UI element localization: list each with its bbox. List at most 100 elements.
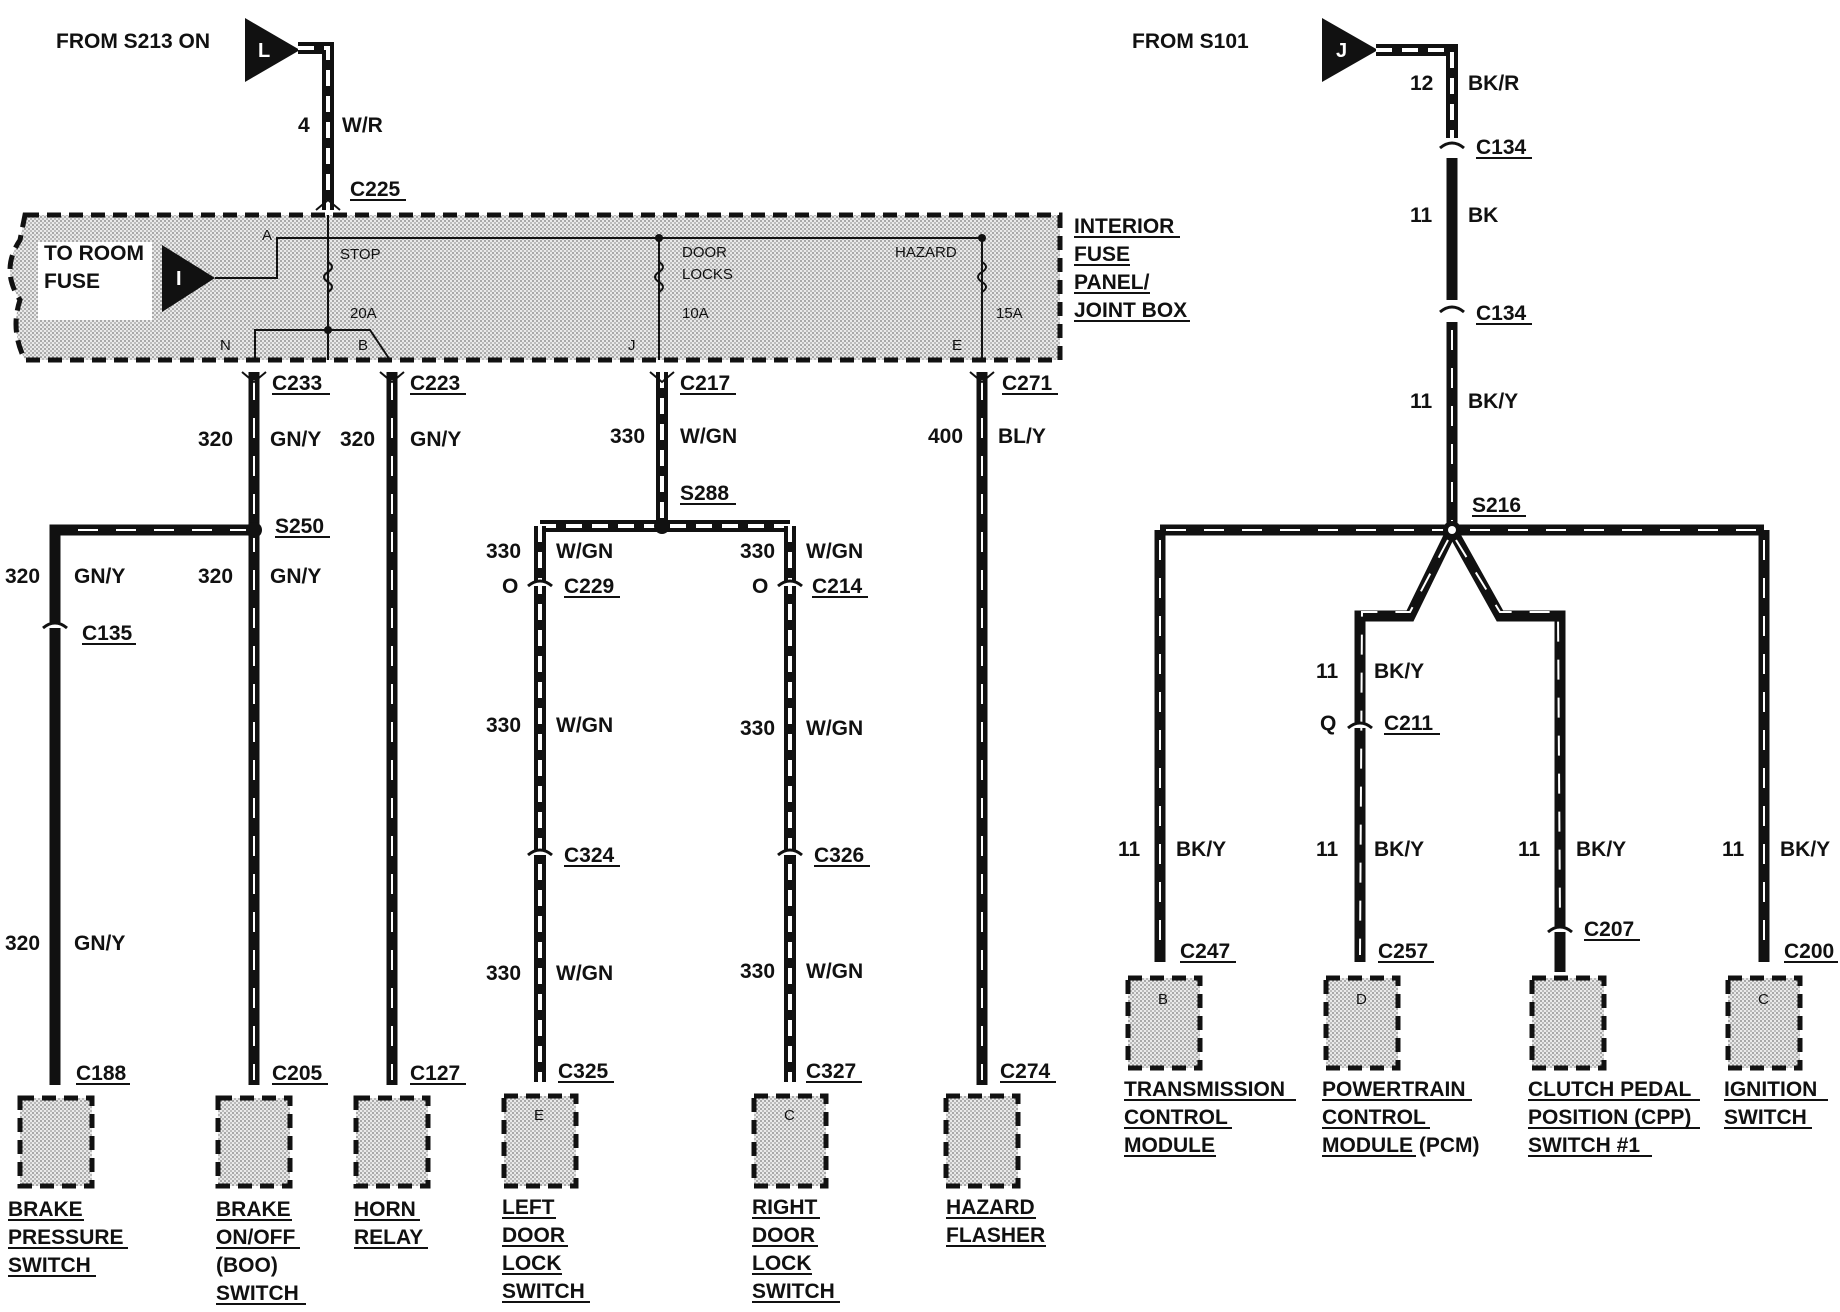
j-wire3-color: BK/Y — [1468, 390, 1518, 413]
s216-branches: 11 BK/Y Q C211 11 BK/Y 11 BK/Y 11 BK/Y 1… — [1118, 521, 1838, 972]
right-door-wire1-num: 330 — [740, 717, 775, 740]
pcm-up-color: BK/Y — [1374, 660, 1424, 683]
wire-top-color: W/R — [342, 114, 383, 137]
tcm-line1: TRANSMISSION — [1124, 1078, 1285, 1101]
horn-line2: RELAY — [354, 1226, 423, 1249]
c326-label: C326 — [814, 844, 864, 867]
c217-label: C217 — [680, 372, 730, 395]
boo-line2: ON/OFF — [216, 1226, 295, 1249]
j-wire2-color: BK — [1468, 204, 1498, 227]
room-fuse-tag: I — [176, 268, 182, 290]
left-door-wire2-num: 330 — [486, 962, 521, 985]
pcm-line2: CONTROL — [1322, 1106, 1426, 1129]
s250-left-num: 320 — [5, 565, 40, 588]
j-wire1-color: BK/R — [1468, 72, 1519, 95]
c207-label: C207 — [1584, 918, 1634, 941]
source-l-tag: L — [258, 40, 270, 62]
brake-pressure-line3: SWITCH — [8, 1254, 91, 1277]
s288-label: S288 — [680, 482, 729, 505]
horn-relay-box — [353, 1095, 431, 1189]
brake-pressure-line2: PRESSURE — [8, 1226, 124, 1249]
c211-label: C211 — [1384, 712, 1433, 735]
pcm-box — [1323, 975, 1401, 1071]
c134a-label: C134 — [1476, 136, 1527, 159]
c327-label: C327 — [806, 1060, 856, 1083]
left-door-wire1-color: W/GN — [556, 714, 613, 737]
pcm-line1: POWERTRAIN — [1322, 1078, 1466, 1101]
c274-label: C274 — [1000, 1060, 1051, 1083]
source-right-label: FROM S101 — [1132, 30, 1249, 53]
c214-pin: O — [752, 575, 768, 598]
source-left-label: FROM S213 ON — [56, 30, 210, 53]
c257-label: C257 — [1378, 940, 1428, 963]
s250-right-color: GN/Y — [270, 565, 321, 588]
fuse-panel-title: INTERIOR FUSE PANEL/ JOINT BOX — [1074, 215, 1190, 322]
source-j: FROM S101 J 12 BK/R C134 11 BK C134 11 B… — [1132, 18, 1532, 530]
left-door-wire1-num: 330 — [486, 714, 521, 737]
pcm-line3: MODULE (PCM) — [1322, 1134, 1479, 1157]
horn-line1: HORN — [354, 1198, 416, 1221]
c324-label: C324 — [564, 844, 615, 867]
s250-splice — [246, 522, 262, 538]
right-door-pin: C — [784, 1107, 795, 1124]
c135-label: C135 — [82, 622, 133, 645]
c223-wire-num: 320 — [340, 428, 375, 451]
c211-connector-icon — [1347, 721, 1373, 730]
fuse-stop-amp: 20A — [350, 305, 377, 322]
fuse-stop-label: STOP — [340, 246, 381, 263]
c217-wire-num: 330 — [610, 425, 645, 448]
c134b-connector-icon — [1439, 305, 1465, 314]
fuse-panel-title-1: INTERIOR — [1074, 215, 1174, 238]
pcm-pin: D — [1356, 991, 1367, 1008]
ignition-line1: IGNITION — [1724, 1078, 1817, 1101]
fuse-panel-title-3: PANEL/ — [1074, 271, 1150, 294]
boo-line3: (BOO) — [216, 1254, 278, 1277]
c271-wire-color: BL/Y — [998, 425, 1046, 448]
j-wire1-num: 12 — [1410, 72, 1433, 95]
c229-label: C229 — [564, 575, 614, 598]
pcm-wire-num: 11 — [1316, 838, 1339, 861]
pin-a: A — [262, 227, 272, 244]
c223-label: C223 — [410, 372, 460, 395]
s216-label: S216 — [1472, 494, 1521, 517]
room-fuse-area — [38, 242, 152, 320]
right-door-lock-switch-box — [751, 1093, 829, 1189]
source-l-tag-icon — [245, 18, 300, 82]
c271-label: C271 — [1002, 372, 1053, 395]
hazard-line1: HAZARD — [946, 1196, 1035, 1219]
boo-line4: SWITCH — [216, 1282, 299, 1305]
left-door-line4: SWITCH — [502, 1280, 585, 1303]
right-door-line4: SWITCH — [752, 1280, 835, 1303]
left-door-pin: E — [534, 1107, 544, 1124]
circuit-c271: C271 400 BL/Y — [928, 372, 1058, 1085]
right-door-wire2-color: W/GN — [806, 960, 863, 983]
source-j-tag-icon — [1322, 18, 1378, 82]
tcm-wire-num: 11 — [1118, 838, 1141, 861]
c233-label: C233 — [272, 372, 322, 395]
pin-j: J — [628, 337, 636, 354]
c188-label: C188 — [76, 1062, 127, 1085]
cpp-line1: CLUTCH PEDAL — [1528, 1078, 1691, 1101]
left-door-line2: DOOR — [502, 1224, 565, 1247]
right-door-wire1-color: W/GN — [806, 717, 863, 740]
top-connectors — [241, 198, 995, 384]
s288-left-color: W/GN — [556, 540, 613, 563]
c127-label: C127 — [410, 1062, 460, 1085]
fuse-panel-title-2: FUSE — [1074, 243, 1130, 266]
cpp-switch-box — [1529, 975, 1607, 1071]
c200-label: C200 — [1784, 940, 1834, 963]
pin-n: N — [220, 337, 231, 354]
ignition-pin: C — [1758, 991, 1769, 1008]
j-wire2-num: 11 — [1410, 204, 1433, 227]
brake-pressure-switch-box — [17, 1095, 95, 1189]
cpp-line3: SWITCH #1 — [1528, 1134, 1640, 1157]
door-locks-fuse-icon — [654, 261, 664, 293]
c233-wire-color: GN/Y — [270, 428, 321, 451]
circuit-c217: C217 330 W/GN S288 330 W/GN 330 W/GN O C… — [486, 372, 870, 1082]
tcm-line2: CONTROL — [1124, 1106, 1228, 1129]
fuse-panel: TO ROOM FUSE I A STOP 20A DOOR LOCKS 10A… — [7, 212, 1190, 363]
tcm-box — [1125, 975, 1203, 1071]
s288-right-color: W/GN — [806, 540, 863, 563]
tcm-pin: B — [1158, 991, 1168, 1008]
c229-pin: O — [502, 575, 518, 598]
